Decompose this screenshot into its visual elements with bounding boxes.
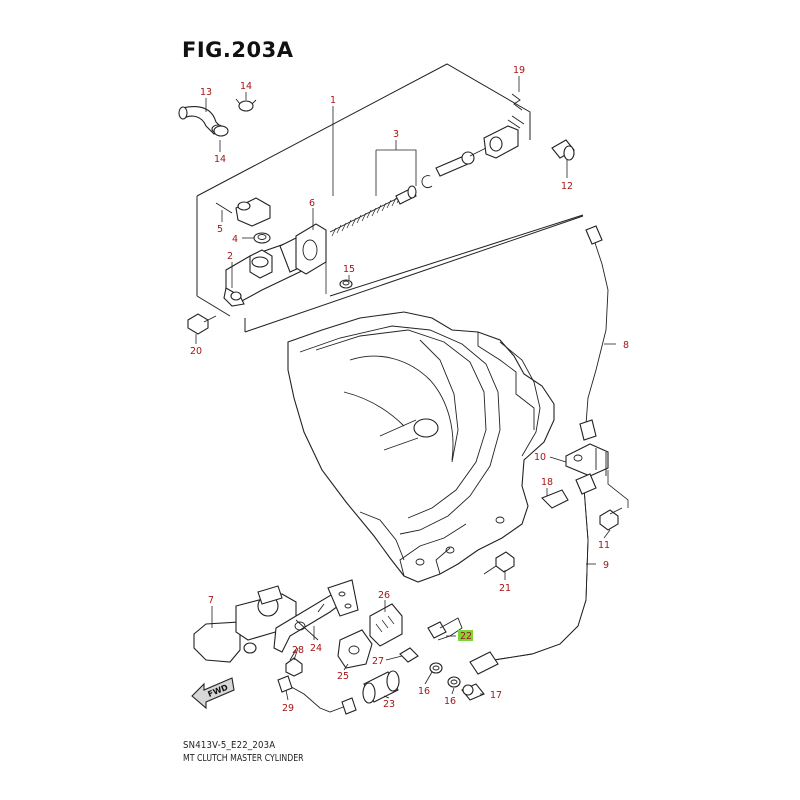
hose-clamp-upper (235, 98, 257, 112)
callout-24: 24 (310, 643, 322, 654)
callout-17: 17 (490, 690, 502, 701)
reservoir-connector (235, 197, 271, 227)
callout-18: 18 (541, 477, 553, 488)
callout-11: 11 (598, 540, 610, 551)
callout-10: 10 (534, 452, 546, 463)
hose-clip (541, 489, 569, 509)
callout-29: 29 (282, 703, 294, 714)
fork-bolt (285, 649, 303, 677)
sealing-washer-lower (447, 676, 461, 688)
housing-bolt (483, 551, 515, 575)
callout-1: 1 (330, 95, 336, 106)
callout-16-upper: 16 (418, 686, 430, 697)
callout-6: 6 (309, 198, 315, 209)
pivot-pin (317, 603, 325, 613)
callout-labels: 1 2 3 4 5 6 7 8 9 10 11 12 13 14 14 15 1… (190, 65, 629, 714)
callout-13: 13 (200, 87, 212, 98)
callout-15: 15 (343, 264, 355, 275)
callout-22-highlight (458, 630, 473, 641)
push-rod (435, 145, 491, 177)
grommet-seal (253, 232, 271, 244)
hose-clamp-lower (213, 125, 229, 137)
upper-assembly-frame (196, 63, 584, 333)
clutch-pipe-upper (579, 225, 609, 441)
figure-title: FIG.203A (182, 38, 294, 62)
union-bolt (461, 683, 485, 701)
callout-21: 21 (499, 583, 511, 594)
retaining-pin (215, 202, 233, 214)
callout-12: 12 (561, 181, 573, 192)
callout-3: 3 (393, 129, 399, 140)
figure-code: SN413V-5_E22_203A (183, 740, 276, 751)
sealing-washer-upper (429, 662, 443, 674)
forward-direction-badge: FWD (191, 677, 235, 710)
pipe-union-fitting (427, 617, 463, 641)
mounting-gasket (295, 223, 327, 275)
callout-8: 8 (623, 340, 629, 351)
callout-7: 7 (208, 595, 214, 606)
piston-spring-kit (329, 185, 417, 237)
callout-20: 20 (190, 346, 202, 357)
fork-mounting-plate (327, 579, 359, 617)
leader-lines (195, 76, 629, 701)
callout-9: 9 (603, 560, 609, 571)
snap-ring (421, 175, 433, 189)
bleeder-screw (399, 647, 419, 663)
pipe-bracket (565, 443, 609, 477)
callout-19: 19 (513, 65, 525, 76)
figure-caption: MT CLUTCH MASTER CYLINDER (183, 753, 304, 764)
release-bearing (369, 603, 403, 647)
callout-14-lower: 14 (214, 154, 226, 165)
mounting-bolt-upper (187, 313, 217, 335)
callout-25: 25 (337, 671, 349, 682)
callout-16-lower: 16 (444, 696, 456, 707)
callout-22: 22 (460, 631, 472, 642)
callout-5: 5 (217, 224, 223, 235)
callout-4: 4 (232, 234, 238, 245)
clevis-yoke (483, 115, 525, 159)
callout-2: 2 (227, 251, 233, 262)
callout-28: 28 (292, 645, 304, 656)
clutch-flex-hose (469, 473, 597, 675)
clevis-pin (551, 139, 575, 161)
callout-23: 23 (383, 699, 395, 710)
transmission-housing (287, 311, 555, 583)
dust-boot (337, 629, 373, 669)
clutch-pipe-lower (277, 675, 357, 715)
callout-27: 27 (372, 656, 384, 667)
bushing (339, 279, 353, 289)
callout-26: 26 (378, 590, 390, 601)
spring-clip (511, 93, 523, 111)
bracket-bolt (599, 507, 623, 531)
slave-cylinder (362, 670, 400, 704)
callout-14-upper: 14 (240, 81, 252, 92)
